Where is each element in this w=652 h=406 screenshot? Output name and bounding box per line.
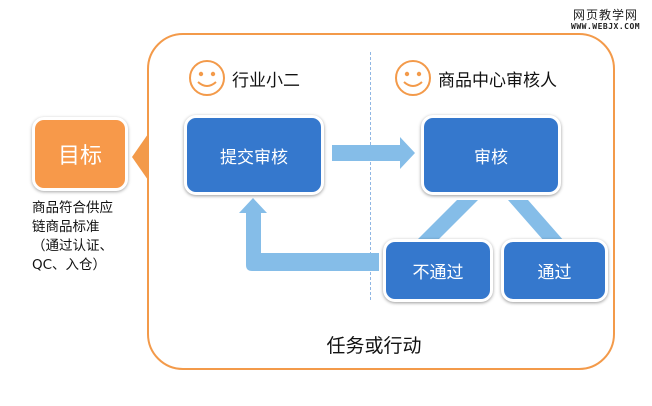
goal-description: 商品符合供应 链商品标准 （通过认证、 QC、入仓） <box>32 199 137 275</box>
step-label: 通过 <box>537 263 572 283</box>
smiley-icon <box>395 60 431 96</box>
lane-actor-reviewer: 商品中心审核人 <box>394 59 557 97</box>
task-frame <box>147 33 615 370</box>
watermark-title: 网页教学网 <box>573 8 639 22</box>
frame-pointer <box>132 134 148 180</box>
step-review: 审核 <box>421 115 561 195</box>
connector-review-to-pass <box>508 200 564 241</box>
smiley-icon <box>189 60 225 96</box>
goal-box: 目标 <box>32 117 128 191</box>
step-submit-review: 提交审核 <box>184 115 324 195</box>
step-reject: 不通过 <box>383 239 493 302</box>
lane-actor-industry: 行业小二 <box>188 59 300 97</box>
watermark-url: WWW.WEBJX.COM <box>571 22 641 31</box>
goal-description-line: 商品符合供应 <box>32 200 113 216</box>
goal-description-line: （通过认证、 <box>32 238 113 254</box>
step-label: 提交审核 <box>220 147 288 168</box>
step-pass: 通过 <box>501 239 608 302</box>
lane-divider <box>370 52 371 300</box>
step-label: 审核 <box>474 147 508 168</box>
step-label: 不通过 <box>412 263 464 283</box>
goal-description-line: 链商品标准 <box>32 219 100 235</box>
frame-label: 任务或行动 <box>326 335 422 357</box>
connector-review-to-reject <box>416 200 478 241</box>
arrow-submit-to-review <box>332 137 415 169</box>
actor-label: 行业小二 <box>232 70 300 91</box>
goal-description-line: QC、入仓） <box>32 257 107 273</box>
arrow-reject-to-submit <box>239 198 379 271</box>
goal-label: 目标 <box>57 144 102 169</box>
actor-label: 商品中心审核人 <box>438 70 557 91</box>
